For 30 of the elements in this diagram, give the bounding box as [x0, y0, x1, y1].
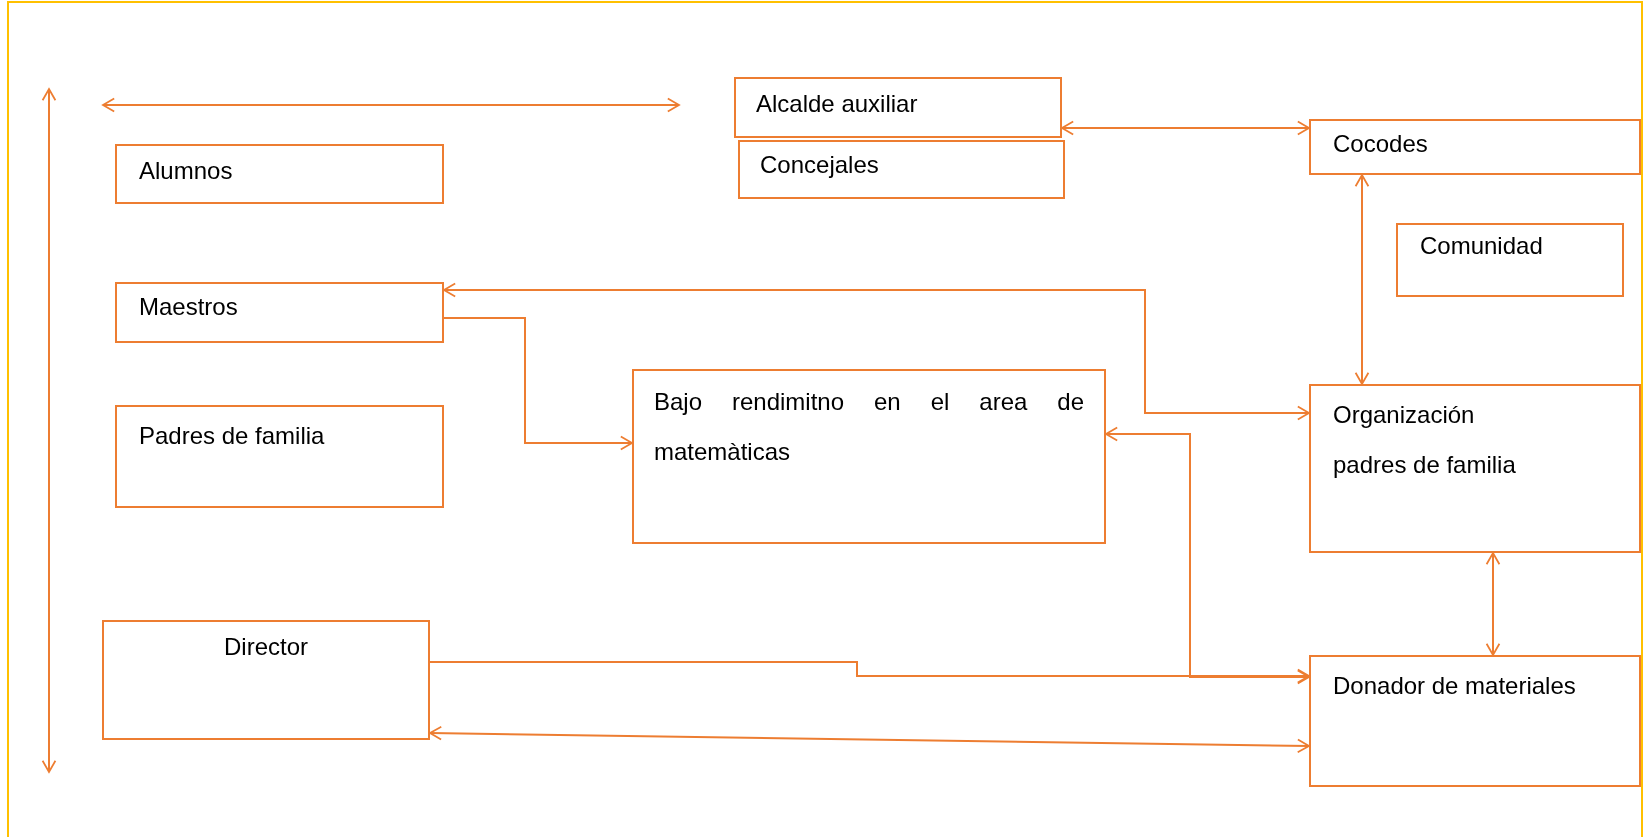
text-box: [738, 140, 1065, 199]
box-label: Maestros: [139, 292, 238, 322]
box-label: Organización padres de familia: [1333, 400, 1517, 481]
box-label: Bajo rendimitno en el area de matemàticas: [654, 387, 1084, 468]
box-label: Cocodes: [1333, 129, 1428, 159]
arrow: [1354, 174, 1370, 385]
text-box: [632, 369, 1106, 544]
arrow: [429, 661, 1310, 684]
arrow: [1485, 552, 1501, 656]
text-box: [1396, 223, 1624, 297]
box-label: Concejales: [760, 150, 879, 180]
box-label: Comunidad: [1420, 231, 1543, 261]
arrow: [443, 317, 633, 451]
box-label: Alcalde auxiliar: [756, 89, 918, 119]
text-box: [1309, 384, 1641, 553]
box-label: Padres de familia: [139, 421, 325, 451]
text-box: [115, 144, 444, 204]
box-label: Director: [223, 632, 309, 662]
text-box: [115, 405, 444, 508]
arrow: [429, 725, 1310, 754]
text-box: [115, 282, 444, 343]
box-label: Alumnos: [139, 156, 233, 186]
text-box: [1309, 655, 1641, 787]
box-label: Donador de materiales: [1333, 671, 1577, 701]
text-box: [102, 620, 430, 740]
arrow: [1061, 120, 1310, 136]
arrow: [443, 282, 1310, 421]
text-box: [1309, 119, 1641, 175]
arrow: [1105, 426, 1310, 685]
text-box: [734, 77, 1062, 138]
